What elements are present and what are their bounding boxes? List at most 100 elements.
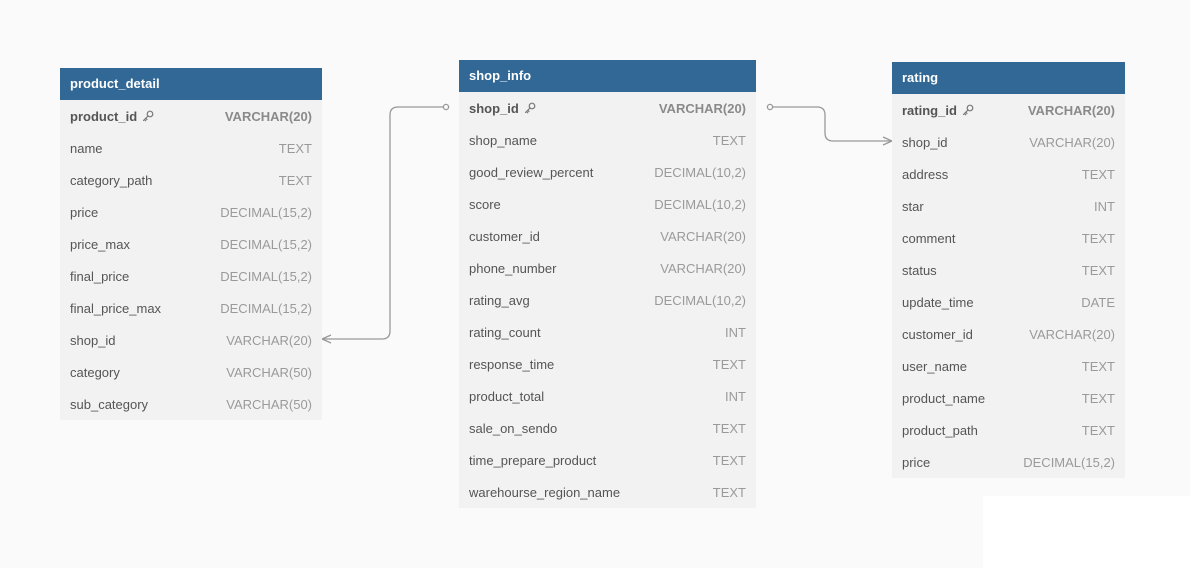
table-row[interactable]: price_max DECIMAL(15,2): [60, 228, 322, 260]
column-name: price: [902, 454, 931, 470]
table-header[interactable]: product_detail: [60, 68, 322, 100]
column-type: INT: [1094, 198, 1115, 214]
column-type: DECIMAL(15,2): [220, 204, 312, 220]
table-row[interactable]: user_name TEXT: [892, 350, 1125, 382]
column-name-wrap: comment: [902, 231, 955, 246]
column-type: VARCHAR(20): [660, 228, 746, 244]
table-header[interactable]: shop_info: [459, 60, 756, 92]
table-row[interactable]: product_name TEXT: [892, 382, 1125, 414]
column-name: status: [902, 262, 937, 278]
table-row[interactable]: rating_id VARCHAR(20): [892, 94, 1125, 126]
primary-key-icon: [962, 104, 974, 116]
column-type: VARCHAR(20): [1027, 102, 1115, 118]
column-name-wrap: warehourse_region_name: [469, 485, 620, 500]
column-name-wrap: time_prepare_product: [469, 453, 596, 468]
column-name: phone_number: [469, 260, 557, 276]
column-name: update_time: [902, 294, 974, 310]
table-row[interactable]: customer_id VARCHAR(20): [459, 220, 756, 252]
column-name-wrap: name: [70, 141, 103, 156]
column-name-wrap: price: [902, 455, 930, 470]
column-name-wrap: rating_count: [469, 325, 541, 340]
column-name-wrap: sub_category: [70, 397, 148, 412]
column-type: TEXT: [712, 452, 746, 468]
column-name-wrap: price: [70, 205, 98, 220]
column-name: address: [902, 166, 949, 182]
column-name-wrap: score: [469, 197, 501, 212]
column-name-wrap: customer_id: [902, 327, 973, 342]
relationship-line-product-shop[interactable]: [322, 106, 446, 340]
column-name: name: [70, 140, 103, 156]
column-name: time_prepare_product: [469, 452, 597, 468]
column-name-wrap: product_total: [469, 389, 544, 404]
column-type: TEXT: [1081, 390, 1115, 406]
column-name-wrap: shop_id: [902, 135, 948, 150]
column-type: DECIMAL(10,2): [654, 292, 746, 308]
primary-key-icon: [524, 102, 536, 114]
column-type: TEXT: [1081, 358, 1115, 374]
column-name-wrap: product_id: [70, 109, 154, 124]
table-header[interactable]: rating: [892, 62, 1125, 94]
column-name: comment: [902, 230, 956, 246]
table-row[interactable]: price DECIMAL(15,2): [60, 196, 322, 228]
column-name: shop_id: [902, 134, 948, 150]
column-name: rating_id: [902, 102, 957, 118]
column-name-wrap: rating_avg: [469, 293, 530, 308]
column-name: good_review_percent: [469, 164, 594, 180]
column-name: final_price: [70, 268, 130, 284]
column-name-wrap: shop_name: [469, 133, 537, 148]
column-name: user_name: [902, 358, 968, 374]
column-name-wrap: category_path: [70, 173, 152, 188]
column-type: TEXT: [1081, 230, 1115, 246]
relationship-line-shop-rating[interactable]: [770, 106, 892, 142]
column-name-wrap: product_name: [902, 391, 985, 406]
table-row[interactable]: time_prepare_product TEXT: [459, 444, 756, 476]
column-name-wrap: response_time: [469, 357, 554, 372]
column-name: product_total: [469, 388, 545, 404]
column-name: sale_on_sendo: [469, 420, 558, 436]
column-name: price_max: [70, 236, 130, 252]
column-name-wrap: category: [70, 365, 120, 380]
table-row[interactable]: rating_avg DECIMAL(10,2): [459, 284, 756, 316]
one-marker-shop-left-icon: [442, 103, 450, 111]
column-name: rating_count: [469, 324, 541, 340]
column-name-wrap: rating_id: [902, 103, 974, 118]
table-row[interactable]: star INT: [892, 190, 1125, 222]
column-type: DECIMAL(15,2): [220, 236, 312, 252]
table-row[interactable]: phone_number VARCHAR(20): [459, 252, 756, 284]
column-name-wrap: star: [902, 199, 924, 214]
column-name-wrap: final_price_max: [70, 301, 161, 316]
column-name: rating_avg: [469, 292, 530, 308]
table-row[interactable]: comment TEXT: [892, 222, 1125, 254]
column-name: product_id: [70, 108, 138, 124]
column-type: VARCHAR(20): [660, 260, 746, 276]
column-name: customer_id: [902, 326, 973, 342]
column-name-wrap: customer_id: [469, 229, 540, 244]
